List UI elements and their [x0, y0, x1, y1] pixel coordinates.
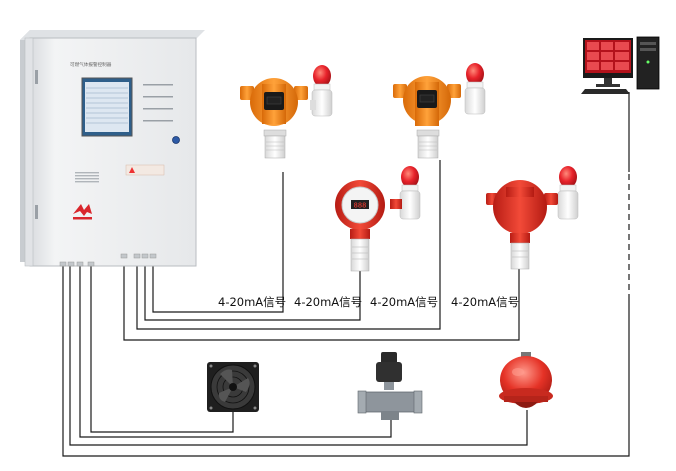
brand-logo: [73, 204, 92, 220]
gas-detector-icon: [240, 65, 333, 159]
wire-detector-1: [152, 172, 284, 313]
controller-vent: [75, 172, 99, 183]
alarm-bell-icon: [499, 352, 553, 408]
wire-detector-3: [136, 160, 441, 330]
computer-monitor-icon: [581, 36, 660, 94]
controller-key-lock: [172, 136, 180, 144]
wire-fan: [90, 262, 234, 433]
wire-valve: [79, 262, 392, 438]
exhaust-fan-icon: [207, 362, 259, 412]
gas-alarm-controller: 可燃气体报警控制器: [20, 30, 205, 267]
signal-label: 4-20mA信号: [451, 295, 520, 309]
wire-detector-2: [144, 256, 361, 321]
wiring: [62, 92, 630, 457]
signal-label: 4-20mA信号: [294, 295, 363, 309]
signal-label: 4-20mA信号: [218, 295, 287, 309]
svg-text:888: 888: [354, 202, 367, 210]
signal-label: 4-20mA信号: [370, 295, 439, 309]
wire-computer: [62, 262, 630, 457]
gas-detector-icon: [393, 63, 486, 159]
wire-bell: [69, 262, 528, 446]
gas-detector-icon: [486, 166, 579, 270]
wire-detector-4: [123, 256, 520, 341]
gas-detector-icon: 888: [335, 166, 421, 272]
controller-panel-title: 可燃气体报警控制器: [70, 61, 112, 68]
solenoid-valve-icon: [357, 352, 423, 420]
